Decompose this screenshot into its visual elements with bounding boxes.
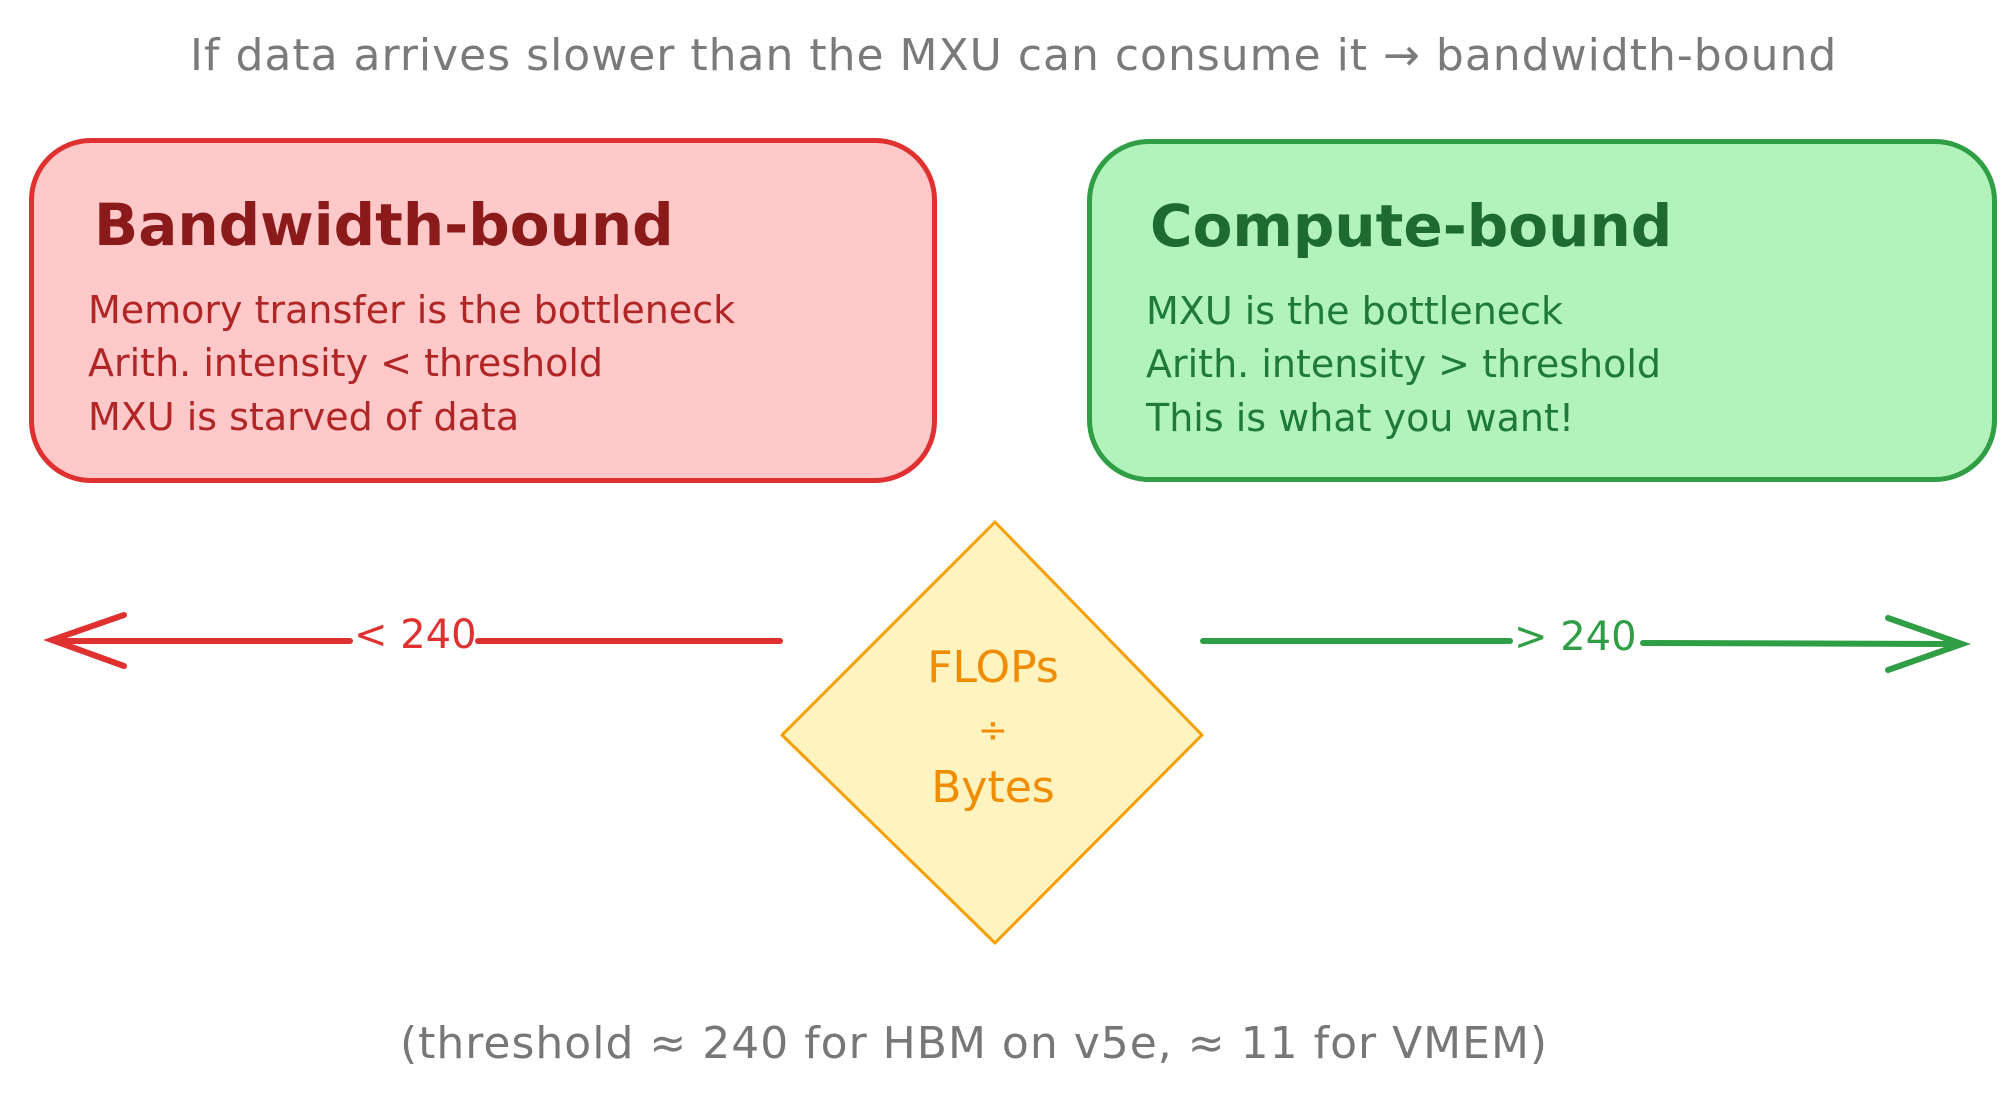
right-arrow (1200, 615, 1972, 673)
left-arrow-label: < 240 (354, 612, 477, 658)
bandwidth-bound-title: Bandwidth-bound (94, 191, 674, 259)
compute-bound-box: Compute-bound MXU is the bottleneck Arit… (1087, 139, 1997, 482)
bandwidth-bound-box: Bandwidth-bound Memory transfer is the b… (29, 138, 937, 483)
right-arrow-shaft-outer (1640, 640, 1963, 647)
compute-line-2: Arith. intensity > threshold (1146, 342, 1662, 386)
diamond-divide-symbol: ÷ (977, 710, 1009, 751)
right-arrow-label: > 240 (1514, 614, 1637, 660)
compute-bound-title: Compute-bound (1150, 192, 1673, 260)
header-caption: If data arrives slower than the MXU can … (190, 30, 1838, 81)
left-arrow (43, 612, 783, 669)
diamond-bytes-label: Bytes (931, 762, 1055, 813)
decision-diamond (780, 520, 1204, 945)
diamond-flops-label: FLOPs (927, 642, 1059, 693)
bandwidth-line-3: MXU is starved of data (88, 395, 520, 439)
footer-caption: (threshold ≈ 240 for HBM on v5e, ≈ 11 fo… (400, 1018, 1549, 1069)
left-arrowhead (43, 612, 127, 669)
bandwidth-line-2: Arith. intensity < threshold (88, 341, 604, 385)
bandwidth-line-1: Memory transfer is the bottleneck (88, 288, 736, 332)
compute-line-3: This is what you want! (1146, 396, 1575, 440)
compute-line-1: MXU is the bottleneck (1146, 289, 1564, 333)
right-arrowhead (1885, 615, 1972, 673)
